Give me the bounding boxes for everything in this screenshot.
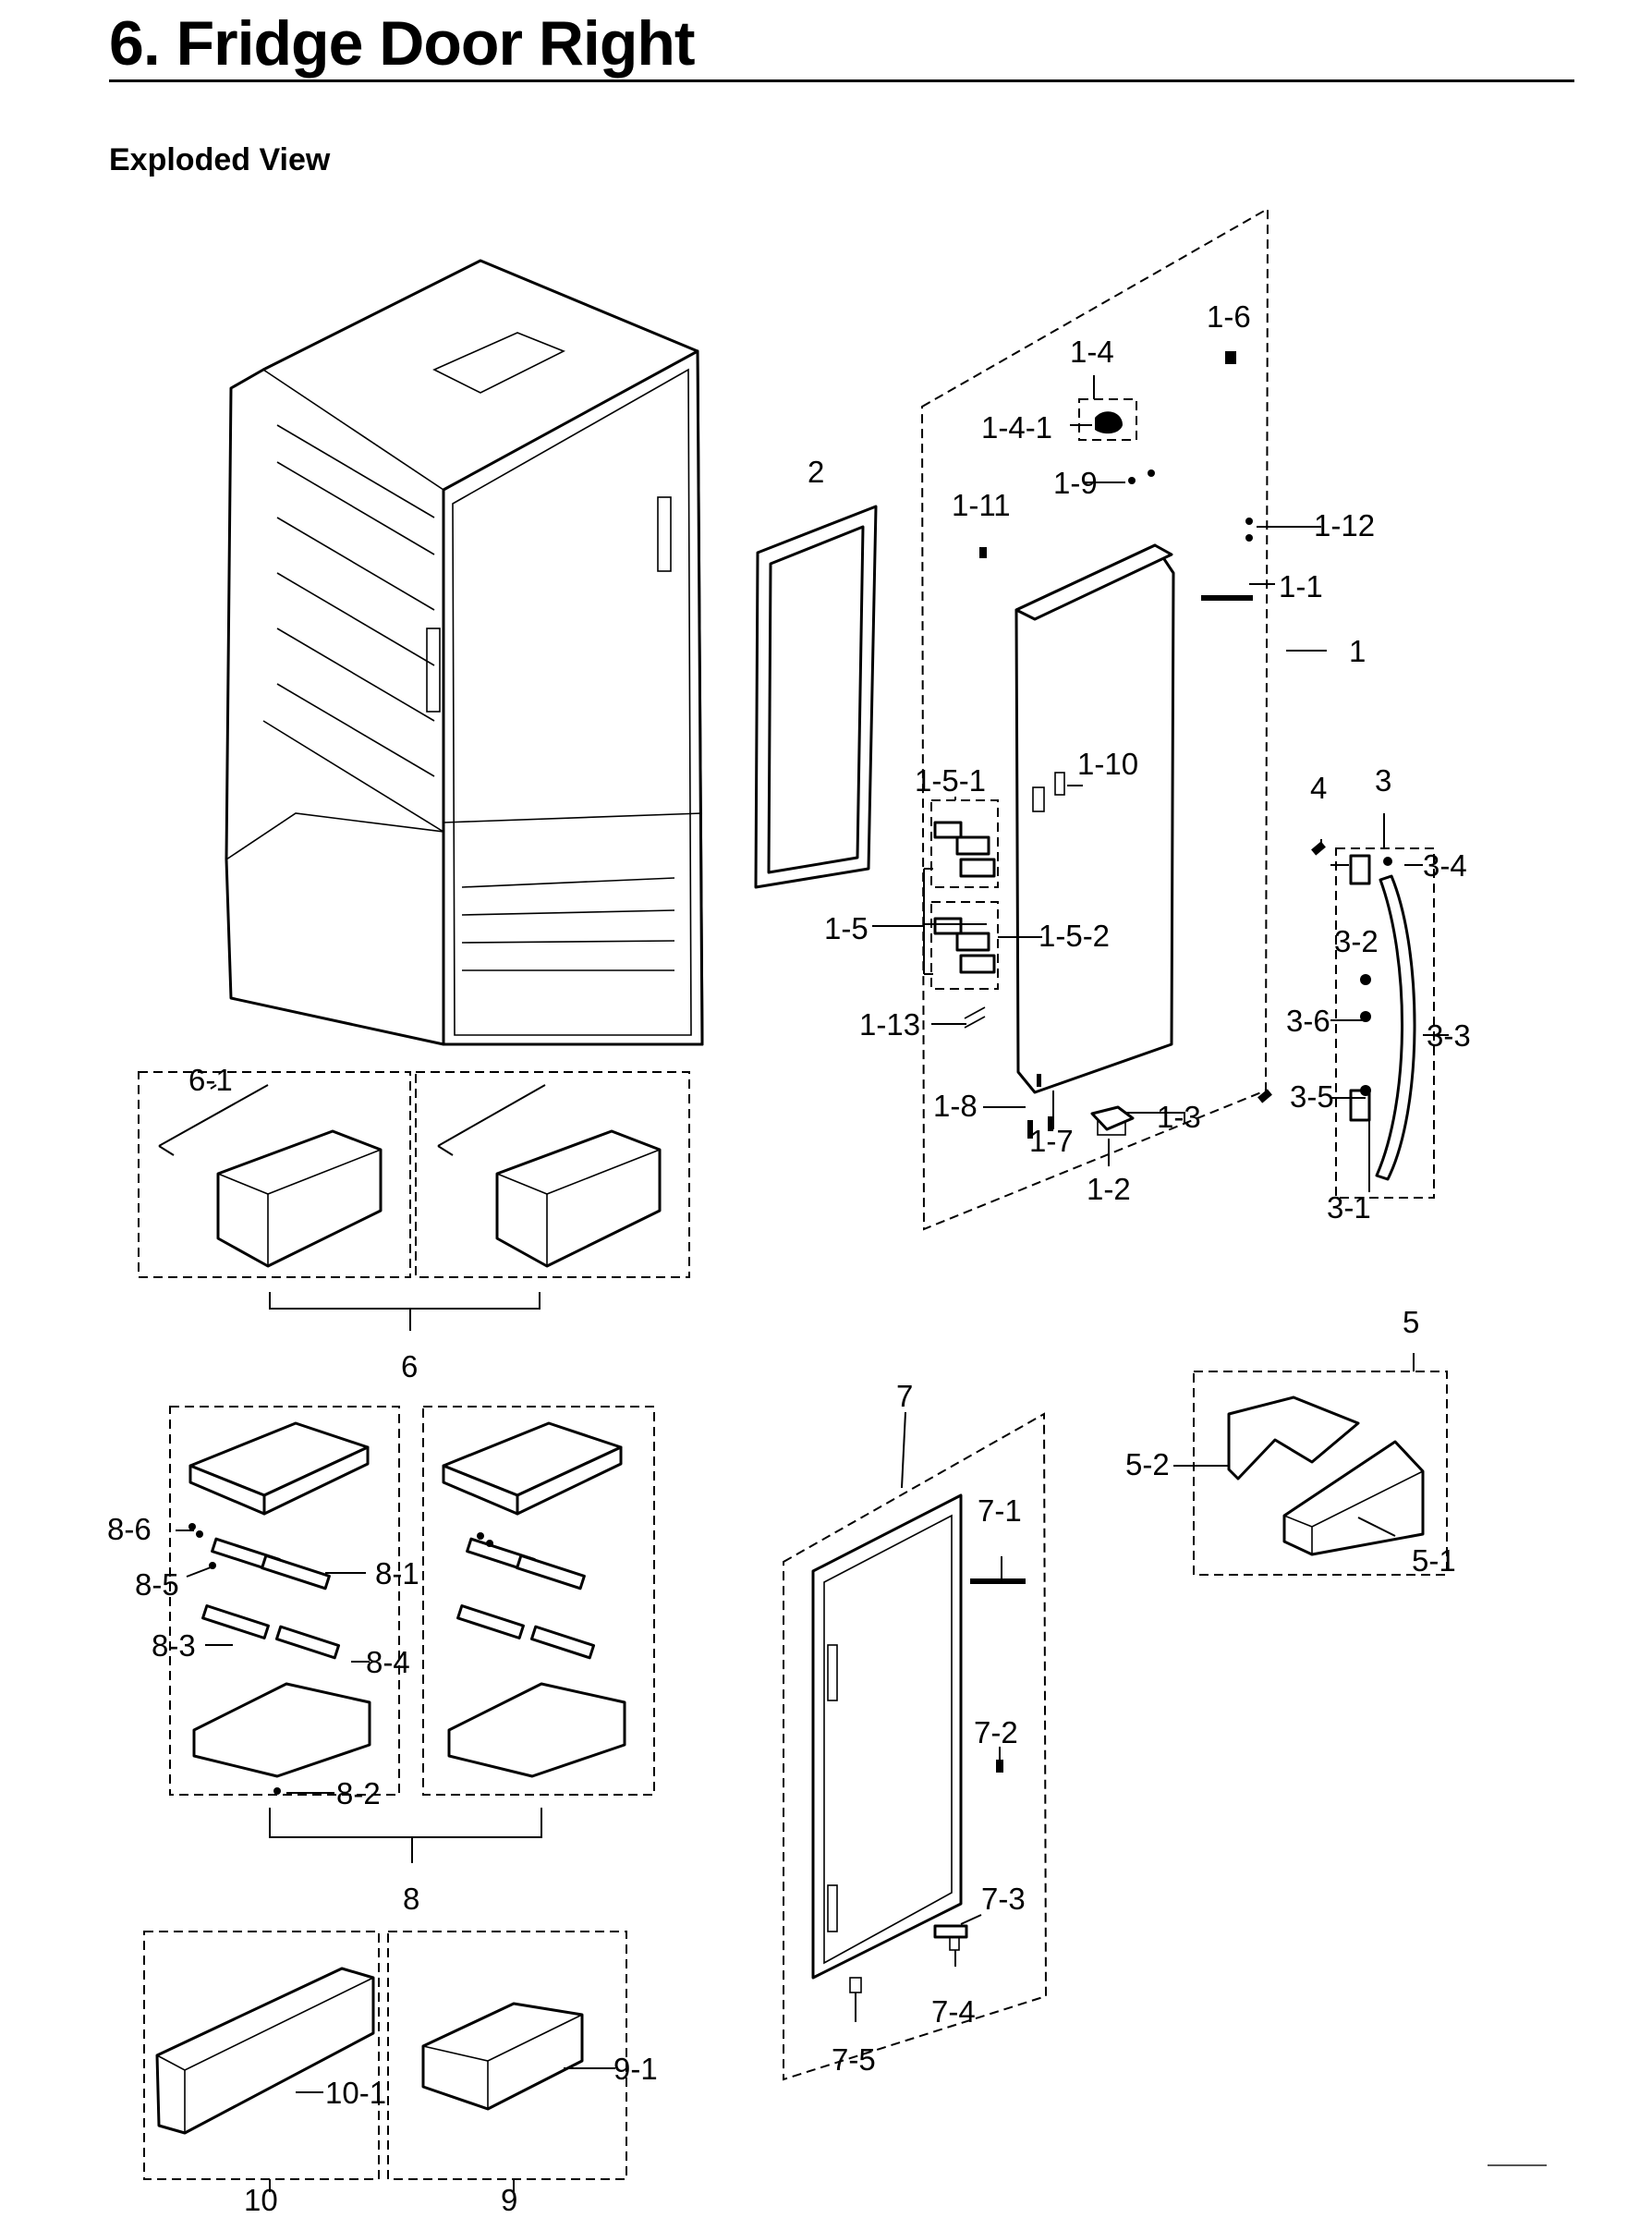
label-3-6: 3-6 bbox=[1286, 1004, 1330, 1038]
door-7-illustration bbox=[811, 1493, 1026, 1993]
label-8-4: 8-4 bbox=[366, 1645, 410, 1679]
label-8-2: 8-2 bbox=[336, 1776, 381, 1810]
label-1-6: 1-6 bbox=[1207, 299, 1251, 334]
label-8-1: 8-1 bbox=[375, 1556, 419, 1590]
label-1-1: 1-1 bbox=[1279, 569, 1323, 603]
label-1-4-1: 1-4-1 bbox=[981, 410, 1052, 445]
box-5 bbox=[1193, 1371, 1448, 1576]
handle-assembly-boundary bbox=[1335, 847, 1435, 1199]
box-9 bbox=[387, 1931, 627, 2180]
title-underline bbox=[109, 79, 1574, 82]
label-3-1: 3-1 bbox=[1327, 1190, 1371, 1225]
label-1-13: 1-13 bbox=[859, 1007, 920, 1042]
label-1-2: 1-2 bbox=[1087, 1172, 1131, 1206]
label-2: 2 bbox=[808, 455, 824, 489]
fridge-cabinet-illustration bbox=[225, 259, 704, 1046]
label-7-3: 7-3 bbox=[981, 1882, 1026, 1916]
box-8-left bbox=[169, 1406, 400, 1796]
label-8-6: 8-6 bbox=[107, 1512, 152, 1546]
door-bin-tabs bbox=[933, 821, 996, 974]
door-right-illustration bbox=[1014, 543, 1175, 1094]
leader-lines bbox=[176, 375, 1449, 2192]
label-5-1: 5-1 bbox=[1412, 1543, 1456, 1578]
label-5-2: 5-2 bbox=[1125, 1447, 1170, 1481]
box-1-5-1 bbox=[930, 799, 999, 888]
label-7-4: 7-4 bbox=[931, 1994, 976, 2029]
label-1-10: 1-10 bbox=[1077, 747, 1138, 781]
label-1-8: 1-8 bbox=[933, 1089, 978, 1123]
label-7-1: 7-1 bbox=[978, 1493, 1022, 1528]
door-small-parts bbox=[964, 351, 1253, 1139]
door-shelf-illustrations bbox=[155, 1967, 584, 2135]
label-3-4: 3-4 bbox=[1423, 848, 1467, 883]
label-4: 4 bbox=[1310, 771, 1327, 805]
door-gasket-illustration bbox=[754, 505, 878, 889]
box-10 bbox=[143, 1931, 380, 2180]
snack-tray-illustrations bbox=[188, 1421, 626, 1795]
box-8-right bbox=[422, 1406, 655, 1796]
label-7-2: 7-2 bbox=[974, 1715, 1018, 1749]
label-10: 10 bbox=[244, 2183, 278, 2217]
door-7-boundary bbox=[783, 1412, 1048, 2081]
label-1-3: 1-3 bbox=[1157, 1100, 1201, 1134]
label-1-5-2: 1-5-2 bbox=[1039, 919, 1110, 953]
label-6: 6 bbox=[401, 1349, 418, 1383]
label-1-11: 1-11 bbox=[952, 488, 1011, 522]
page-corner-mark bbox=[1488, 2164, 1547, 2166]
section-heading: Exploded View bbox=[109, 142, 331, 177]
label-8-5: 8-5 bbox=[135, 1567, 179, 1602]
part-labels: 1 1-1 1-2 1-3 1-4 1-4-1 1-5 1-5-1 1-5-2 … bbox=[107, 299, 1471, 2217]
label-3-5: 3-5 bbox=[1290, 1079, 1334, 1114]
label-1: 1 bbox=[1349, 634, 1366, 668]
label-9: 9 bbox=[501, 2183, 517, 2217]
label-1-12: 1-12 bbox=[1314, 508, 1375, 542]
box-1-4 bbox=[1078, 398, 1137, 441]
label-3-2: 3-2 bbox=[1334, 924, 1379, 958]
box-1-5-2 bbox=[930, 901, 999, 990]
crisper-drawer-illustrations bbox=[158, 1084, 662, 1268]
label-9-1: 9-1 bbox=[613, 2052, 658, 2086]
label-1-7: 1-7 bbox=[1029, 1124, 1074, 1158]
label-10-1: 10-1 bbox=[325, 2076, 386, 2110]
page-title: 6. Fridge Door Right bbox=[109, 8, 696, 79]
label-7: 7 bbox=[896, 1379, 913, 1413]
label-1-5-1: 1-5-1 bbox=[915, 763, 986, 798]
box-6-right bbox=[415, 1071, 690, 1278]
label-8-3: 8-3 bbox=[152, 1628, 196, 1663]
label-1-5: 1-5 bbox=[824, 911, 869, 945]
label-1-9: 1-9 bbox=[1053, 466, 1098, 500]
label-6-1: 6-1 bbox=[188, 1063, 233, 1097]
label-7-5: 7-5 bbox=[832, 2042, 876, 2077]
label-1-4: 1-4 bbox=[1070, 335, 1114, 369]
label-5: 5 bbox=[1403, 1305, 1419, 1339]
dairy-bin-illustrations bbox=[1227, 1395, 1425, 1556]
box-6-left bbox=[138, 1071, 411, 1278]
label-3-3: 3-3 bbox=[1427, 1018, 1471, 1053]
label-8: 8 bbox=[403, 1882, 419, 1916]
label-3: 3 bbox=[1375, 763, 1391, 798]
